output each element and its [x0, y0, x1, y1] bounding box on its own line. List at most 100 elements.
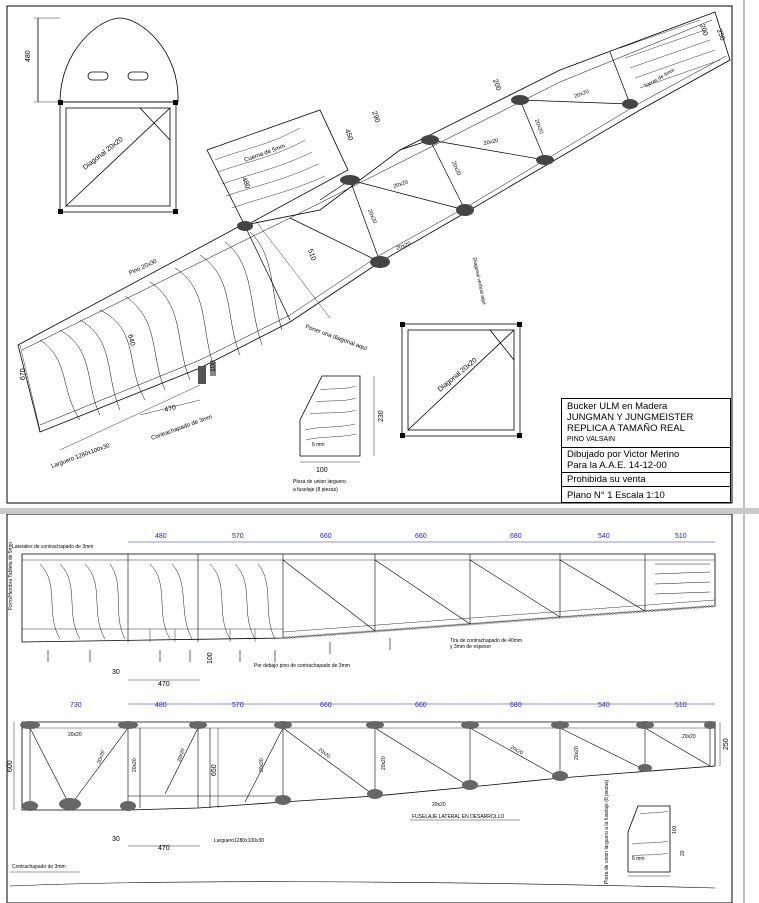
fuselage-outline	[17, 11, 731, 433]
dim-600: 600	[7, 760, 14, 772]
fuselage-plan-drawing: 480 Diagonal 20x20 Diagonal 20x20 200 25…	[6, 0, 745, 508]
label-forro: Forro/Hembra Tableta de 5mm	[8, 542, 14, 610]
dim-250: 250	[723, 738, 730, 750]
member-label: 20x20	[574, 746, 580, 760]
label-poner: Poner una diagonal aquí	[304, 324, 368, 352]
drawn-by: Dibujado por Victor Merino	[567, 449, 680, 460]
mid-dim-540: 540	[598, 702, 610, 709]
label-diag-vertical: Diagonal vertical aqui	[471, 257, 487, 305]
plywood-grain-side	[39, 563, 711, 640]
label-fuselaje: FUSELAJE LATERAL EN DESARROLLO	[412, 814, 504, 820]
rear-frame-box	[401, 323, 521, 437]
mid-dim-660b: 660	[415, 702, 427, 709]
title-line-3: REPLICA A TAMAÑO REAL	[567, 423, 685, 434]
top-dim-540: 540	[598, 533, 610, 540]
dim-100a: 100	[210, 360, 217, 372]
label-debajo: Por debajo pino de contrachapado de 3mm	[254, 663, 350, 669]
member-label: 20x20	[366, 209, 377, 225]
title-line-4: PINO VALSAIN	[567, 436, 616, 443]
top-dim-660b: 660	[415, 533, 427, 540]
top-dim-480: 480	[155, 533, 167, 540]
dim-100-upper: 100	[207, 652, 214, 664]
label-cuerna: Cuerna de 5mm	[244, 144, 286, 164]
dim-250: 250	[715, 28, 726, 41]
dim-480: 480	[25, 50, 32, 62]
label-pieza: Pieza de union larguero	[293, 479, 346, 485]
top-dim-510: 510	[675, 533, 687, 540]
member-label: 20x20	[381, 756, 387, 770]
label-tira: Tira de contrachapado de 40mm	[450, 638, 522, 644]
top-dim-570: 570	[232, 533, 244, 540]
plan-sheet-2: 480 570 660 660 680 540 510 730 480 570 …	[0, 514, 759, 903]
title-line-2: JUNGMAN Y JUNGMEISTER	[567, 412, 694, 423]
label-contrachapado: Contrachapado de 3mm	[151, 414, 214, 442]
dim-480b: 480	[240, 176, 251, 189]
member-label: 20x20	[396, 241, 412, 252]
dim-200a: 200	[698, 23, 709, 36]
label-laterales: Laterales de contrachapado de 3mm	[12, 544, 93, 550]
plywood-grain-left	[39, 231, 283, 421]
mid-dim-510: 510	[675, 702, 687, 709]
dim-100b: 100	[316, 467, 328, 474]
label-larguero: Larguero 1280x100x30	[51, 443, 112, 470]
member-label: 20x20	[176, 748, 186, 763]
member-label: 20x20	[533, 119, 544, 135]
sheet-separator	[0, 508, 759, 514]
truss-members	[244, 51, 631, 321]
title-line-1: Bucker ULM en Madera	[567, 401, 668, 412]
nose-diagonal-label: Diagonal 20x20	[82, 136, 125, 172]
dim-670: 670	[20, 368, 27, 380]
label-tira2: y 3mm de espesor	[450, 644, 491, 650]
sale-notice: Prohibida su venta	[562, 472, 730, 486]
nose-former	[59, 17, 179, 103]
side-truss-members	[29, 722, 711, 810]
dim-510: 510	[306, 248, 317, 261]
mid-dim-570: 570	[232, 702, 244, 709]
dim-290: 290	[370, 110, 381, 123]
dim-230: 230	[378, 410, 385, 422]
member-label: 20x20	[509, 745, 524, 757]
front-frame-box	[59, 101, 177, 213]
side-elevation-drawing: 480 570 660 660 680 540 510 730 480 570 …	[6, 514, 745, 903]
member-label: 20x20	[132, 758, 138, 772]
tail-diagonal-label: Diagonal 20x20	[437, 357, 479, 394]
mid-dim-730: 730	[70, 702, 82, 709]
mid-dim-680: 680	[510, 702, 522, 709]
member-label: 20x20	[574, 89, 590, 100]
joining-piece	[299, 375, 361, 457]
title-block: Bucker ULM en Madera JUNGMAN Y JUNGMEIST…	[561, 398, 731, 503]
member-label: 20x20	[68, 732, 82, 738]
dim-640: 640	[126, 334, 136, 347]
plan-sheet-1: 480 Diagonal 20x20 Diagonal 20x20 200 25…	[6, 0, 745, 508]
dim-650: 650	[211, 764, 218, 776]
dim-100-detail: 100	[672, 825, 678, 834]
label-pieza: Pieza de union larguero a la fuselaje (8…	[604, 779, 610, 884]
top-dim-680: 680	[510, 533, 522, 540]
dim-20-detail: 20	[680, 850, 686, 856]
label-contrachapado: Contrachapado de 3mm	[12, 864, 66, 870]
mid-dim-480: 480	[155, 702, 167, 709]
dim-470: 470	[164, 404, 177, 414]
top-dim-660a: 660	[320, 533, 332, 540]
mid-dim-660a: 660	[320, 702, 332, 709]
drawn-for: Para la A.A.E. 14-12-00	[567, 460, 667, 471]
dim-6mm: 6 mm	[312, 442, 325, 448]
member-label: 20x20	[96, 750, 106, 765]
dim-6mm-detail: 6 mm	[632, 856, 645, 862]
dim-30-upper: 30	[112, 669, 120, 676]
member-label: 20x20	[393, 180, 409, 190]
upper-side-view	[21, 553, 716, 643]
member-label: 20x20	[432, 802, 446, 808]
dim-470-upper: 470	[158, 681, 170, 688]
dim-470-lower: 470	[158, 845, 170, 852]
member-label: 20x20	[450, 161, 461, 177]
dim-200b: 200	[491, 78, 502, 91]
member-label: 20x20	[483, 138, 499, 147]
joining-piece-detail	[627, 805, 671, 873]
member-label: 20x20	[259, 758, 265, 772]
label-pieza2: a fuselaje (8 piezas)	[293, 487, 338, 493]
dim-450: 450	[343, 128, 354, 141]
member-label: 20x20	[682, 734, 696, 740]
label-pino: Pino 20x30	[128, 258, 158, 276]
plan-number-scale: Plano N° 1 Escala 1:10	[562, 486, 730, 504]
